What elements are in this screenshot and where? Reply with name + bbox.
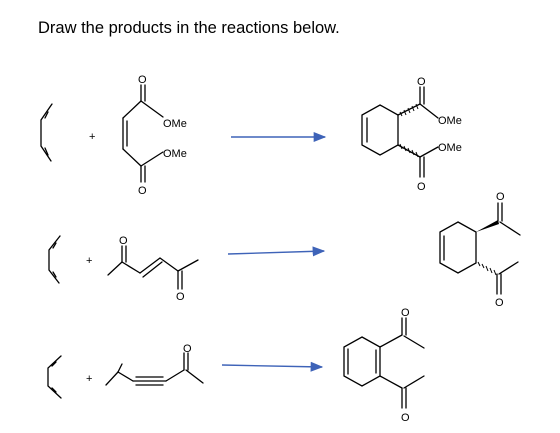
butadiene-1 [40, 103, 53, 162]
hexenedione: O O [107, 235, 199, 303]
reaction-2: + O O [48, 191, 521, 309]
butadiene-3 [47, 355, 62, 399]
oxygen-label: O [138, 74, 147, 86]
dimethyl-maleate: O O OMe OMe [122, 74, 187, 197]
ome-label: OMe [163, 148, 187, 160]
oxygen-label: O [417, 181, 426, 193]
oxygen-label: O [401, 412, 410, 424]
plus-sign: + [86, 255, 92, 267]
plus-sign: + [89, 131, 95, 143]
page-title: Draw the products in the reactions below… [38, 19, 340, 37]
ome-label: OMe [163, 118, 187, 130]
product-2: O O [439, 191, 521, 309]
reaction-arrow [227, 246, 326, 257]
oxygen-label: O [495, 297, 504, 309]
ome-label: OMe [438, 142, 462, 154]
reaction-3: + O O O [47, 307, 425, 424]
oxygen-label: O [119, 235, 128, 247]
reaction-arrow [221, 361, 324, 372]
product-3: O O [343, 307, 425, 424]
reaction-1: + O O OMe OMe [40, 74, 462, 197]
butadiene-2 [48, 235, 61, 284]
ome-label: OMe [438, 115, 462, 127]
oxygen-label: O [176, 291, 185, 303]
oxygen-label: O [138, 185, 147, 197]
hexynedione: O [105, 343, 204, 386]
product-1: O O OMe OMe [361, 76, 462, 193]
oxygen-label: O [417, 76, 426, 88]
plus-sign: + [86, 373, 92, 385]
oxygen-label: O [496, 191, 505, 203]
oxygen-label: O [401, 307, 410, 319]
oxygen-label: O [183, 343, 192, 355]
